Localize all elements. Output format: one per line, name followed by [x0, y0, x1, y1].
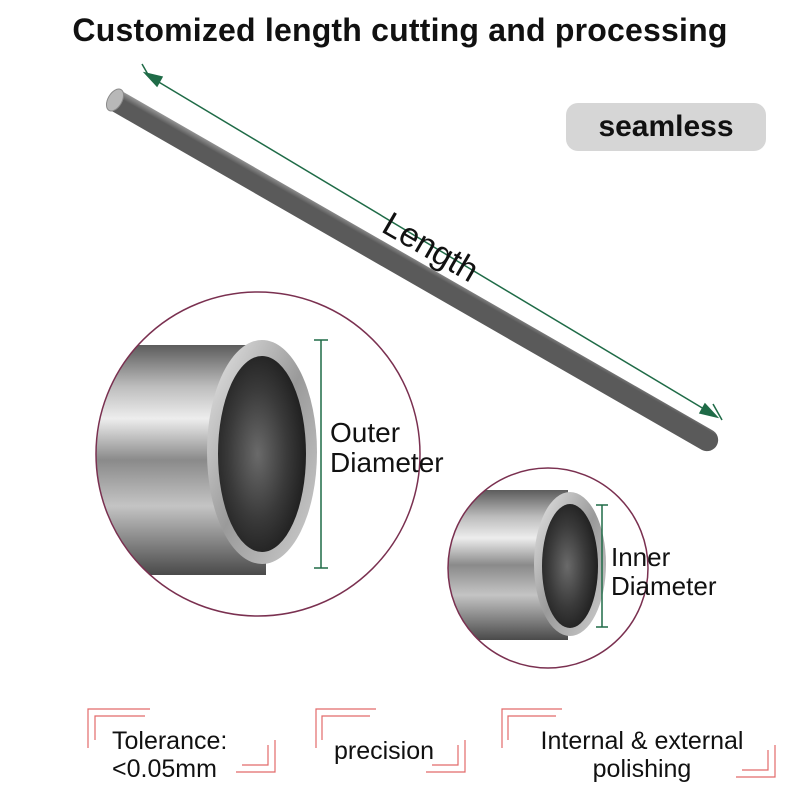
page-title: Customized length cutting and processing: [72, 12, 728, 48]
feature-polishing-line2: polishing: [592, 755, 692, 783]
outer-diameter-label-line1: Outer: [330, 417, 401, 448]
inner-diameter-detail: [447, 467, 649, 669]
feature-tolerance-line2: <0.05mm: [112, 755, 217, 783]
feature-polishing: Internal & external polishing: [517, 727, 767, 783]
inner-diameter-label-line2: Diameter: [611, 571, 717, 601]
inner-diameter-label-line1: Inner: [611, 542, 671, 572]
outer-diameter-label-line2: Diameter: [330, 447, 444, 478]
feature-tolerance-line1: Tolerance:: [112, 727, 228, 755]
feature-polishing-line1: Internal & external: [540, 727, 744, 755]
inner-diameter-line: [596, 504, 608, 628]
inner-diameter-label: Inner Diameter: [611, 543, 716, 601]
feature-frames: [87, 708, 776, 778]
seamless-badge: seamless: [566, 103, 766, 151]
rod: [105, 88, 719, 452]
outer-diameter-line: [314, 339, 328, 569]
feature-precision: precision: [334, 737, 435, 765]
outer-diameter-detail: [95, 291, 421, 617]
length-dimension-line: [141, 63, 723, 421]
feature-tolerance: Tolerance: <0.05mm: [112, 727, 227, 783]
outer-diameter-label: Outer Diameter: [330, 418, 444, 478]
